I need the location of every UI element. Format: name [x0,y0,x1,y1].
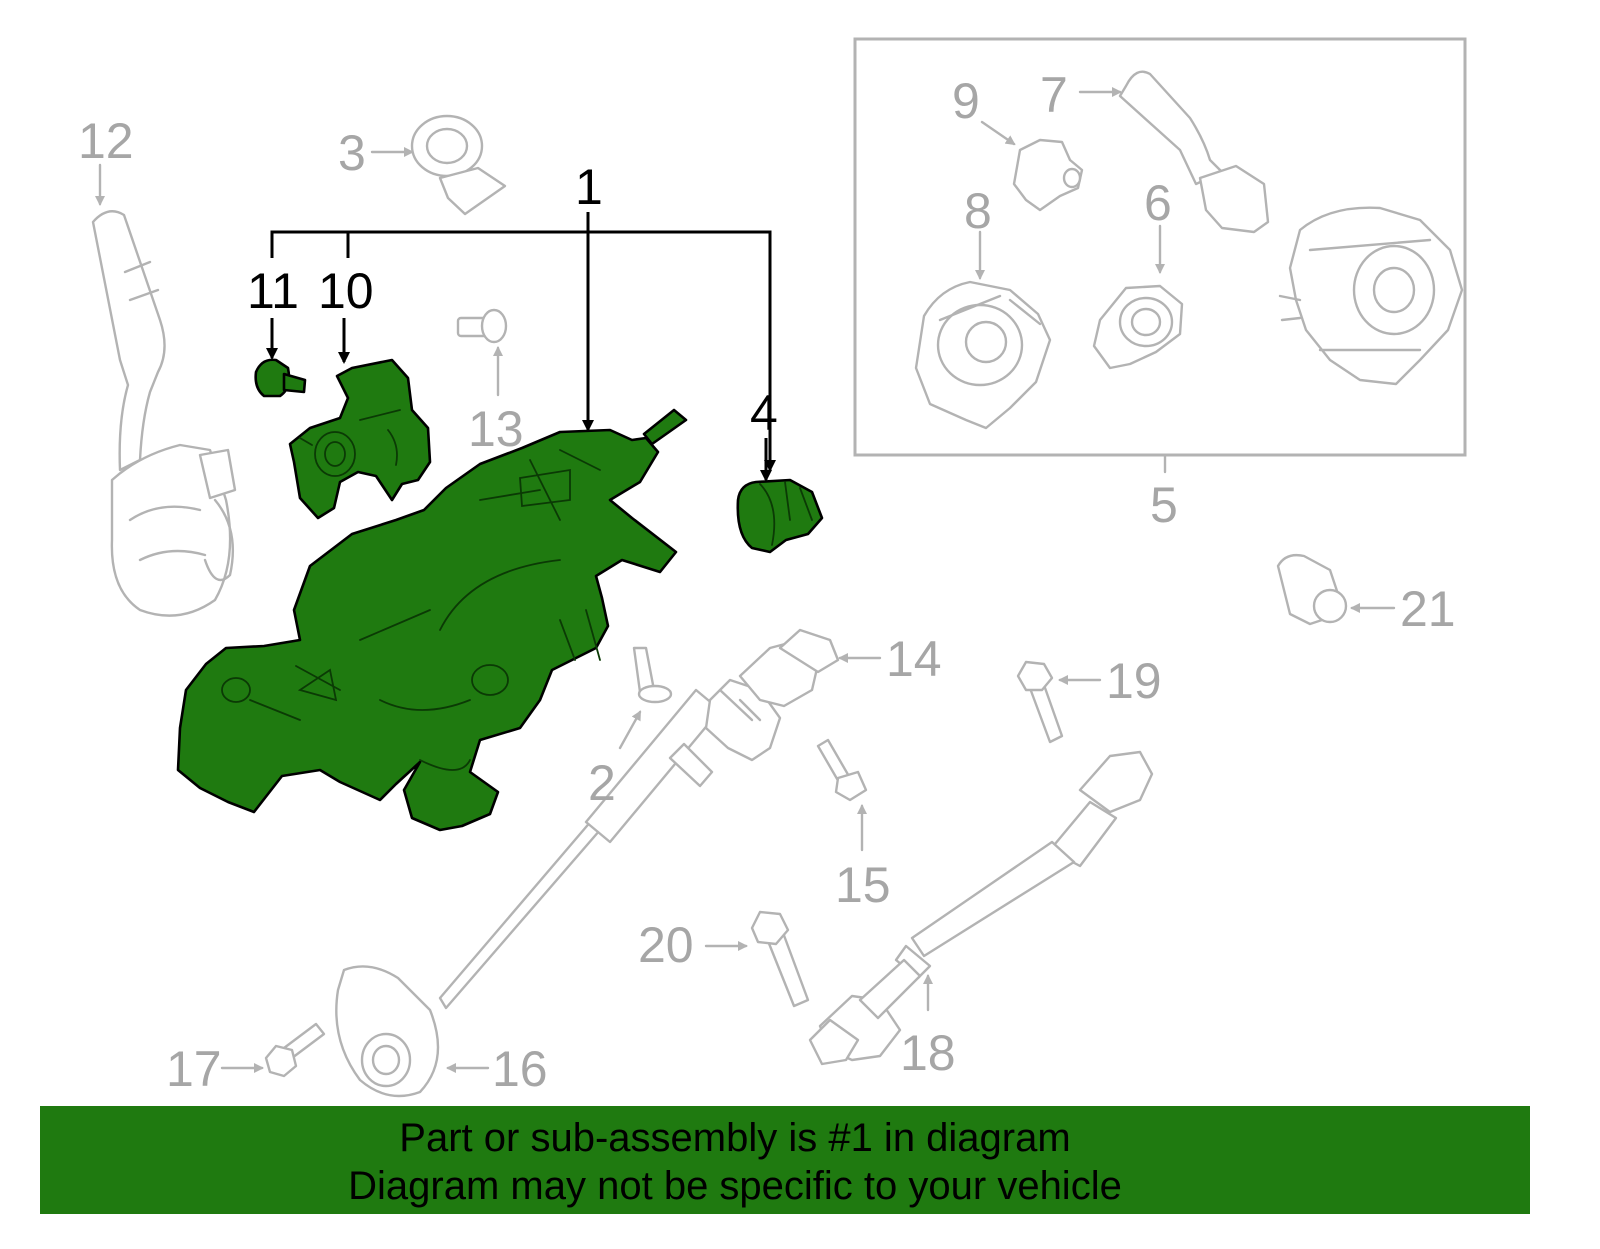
leader-bracket-1 [266,212,776,482]
part-5-combination-switch [1278,206,1464,386]
part-8-clock-spring [914,280,1052,430]
part-18-lower-shaft [808,750,1154,1066]
part-17-bolt [264,1022,326,1078]
part-10-lock-housing [288,358,432,520]
callout-20: 20 [638,917,694,973]
part-21-sensor [1276,553,1348,626]
part-19-bolt [1016,660,1064,744]
part-6-sensor [1092,284,1184,370]
callout-19: 19 [1106,653,1162,709]
footer-line-2: Diagram may not be specific to your vehi… [348,1164,1122,1208]
callout-6: 6 [1144,175,1172,231]
part-7-switch [1118,70,1270,234]
callout-21: 21 [1400,581,1456,637]
callout-9: 9 [952,73,980,129]
callout-18: 18 [900,1025,956,1081]
part-2-pin [632,646,673,704]
part-9-clip [1012,138,1084,212]
subassembly-box-5 [853,37,1467,457]
part-3-ring [410,114,507,216]
footer-line-1: Part or sub-assembly is #1 in diagram [399,1116,1071,1160]
part-4-sensor [736,478,824,554]
part-15-bolt [816,738,868,802]
footer-banner: Part or sub-assembly is #1 in diagram Di… [40,1106,1530,1214]
part-20-bolt [750,910,810,1008]
callout-4: 4 [750,385,778,441]
callout-11: 11 [247,263,299,319]
callout-16: 16 [492,1041,548,1097]
part-1-steering-column [176,408,688,832]
callout-2: 2 [588,755,616,811]
callout-8: 8 [964,183,992,239]
callout-13: 13 [468,401,524,457]
part-16-boot [335,965,440,1098]
callout-15: 15 [835,857,891,913]
part-13-bolt [456,308,508,344]
gray-leaders [95,87,1396,1073]
callout-10: 10 [318,263,374,319]
callout-3: 3 [338,125,366,181]
callout-17: 17 [166,1041,222,1097]
part-12-lever [91,210,237,617]
callout-12: 12 [78,113,134,169]
callout-5: 5 [1150,477,1178,533]
callout-7: 7 [1040,67,1068,123]
part-11-bolt [254,358,307,398]
callout-14: 14 [886,631,942,687]
part-14-intermediate-shaft [438,628,840,1010]
callout-1: 1 [575,159,603,215]
